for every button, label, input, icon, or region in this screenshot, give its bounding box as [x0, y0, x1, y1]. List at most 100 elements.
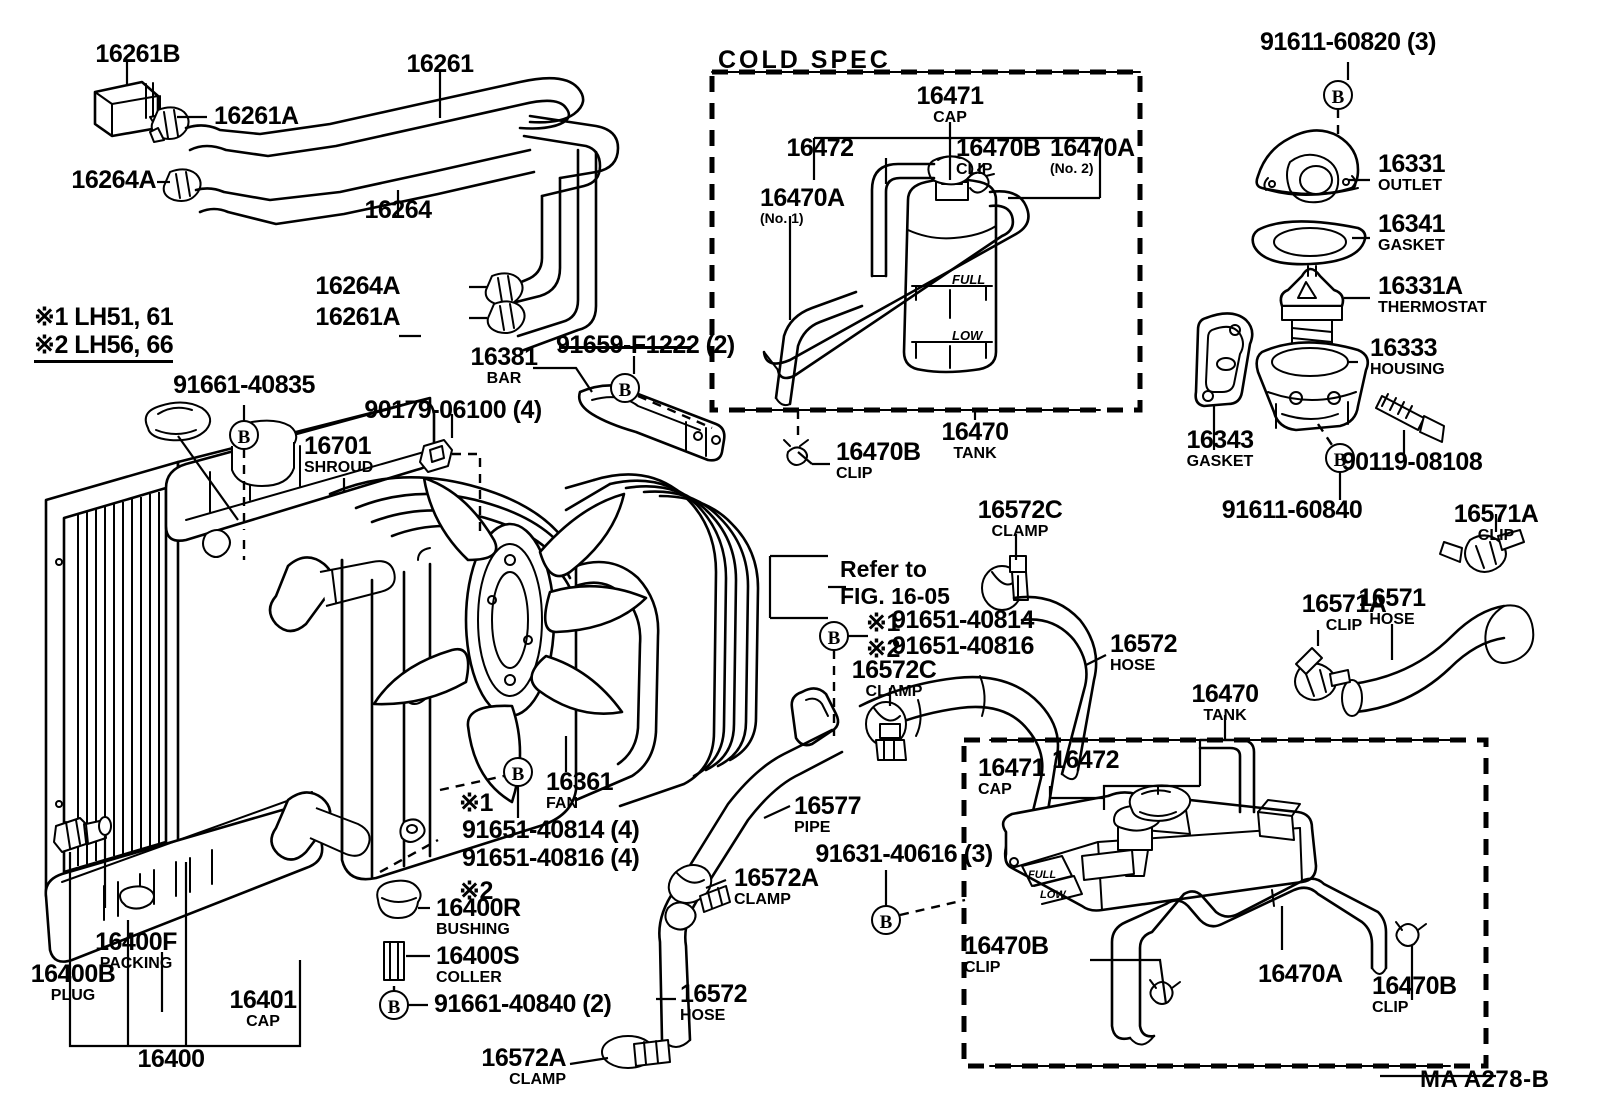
label-16571-hose: 16571 HOSE	[1358, 584, 1426, 628]
part-16470-tank-expansion: FULL LOW	[1001, 791, 1318, 912]
part-16572A-clamp-upper	[664, 864, 731, 931]
label-16261B: 16261B	[95, 40, 180, 68]
part-16472-tube-expansion	[1198, 738, 1256, 814]
part-16264-pipe	[194, 148, 532, 202]
label-91611-60820: 91611-60820 (3)	[1260, 28, 1436, 56]
part-16361-fan	[372, 476, 648, 804]
label-16472-coldspec: 16472	[786, 134, 854, 162]
label-16572-hose-upper: 16572 HOSE	[1110, 630, 1178, 674]
label-16701-shroud: 16701 SHROUD	[304, 432, 374, 476]
bolt-marker-91661-40840: B	[379, 990, 409, 1020]
bolt-marker-91611-60820: B	[1323, 80, 1353, 110]
label-16400S-coller: 16400S COLLER	[436, 942, 520, 986]
label-91661-40840: 91661-40840 (2)	[434, 990, 612, 1018]
label-16472-expansion: 16472	[1052, 746, 1120, 774]
svg-text:FULL: FULL	[1028, 869, 1056, 881]
part-16400B-plug	[53, 817, 107, 853]
label-16264: 16264	[364, 196, 432, 224]
label-90119-08108: 90119-08108	[1341, 448, 1483, 476]
part-16400F-packing	[98, 816, 112, 836]
figure-corner-code: MA A278-B	[1420, 1066, 1550, 1093]
label-pipe-bolt-2: 91651-40816	[892, 632, 1034, 660]
label-16470B-clip-left-expansion: 16470B CLIP	[964, 932, 1049, 976]
part-16470B-clip-bottom	[783, 439, 809, 466]
label-16470A-no2: 16470A (No. 2)	[1050, 134, 1135, 176]
label-16331-outlet: 16331 OUTLET	[1378, 150, 1446, 194]
part-16470B-clip-coldspec	[967, 163, 995, 194]
label-pipe-bolt-1: 91651-40814	[892, 606, 1034, 634]
part-16572C-clamp-left	[865, 701, 907, 761]
mark-star2-fan: ※2	[459, 877, 493, 905]
svg-text:FULL: FULL	[952, 272, 985, 287]
label-fan-bolt-1: 91651-40814 (4)	[462, 816, 640, 844]
label-16577-pipe: 16577 PIPE	[794, 792, 862, 836]
label-91631-40616: 91631-40616 (3)	[815, 840, 993, 868]
legend-note: ※1 LH51, 61 ※2 LH56, 66	[34, 303, 174, 363]
label-16343-gasket: 16343 GASKET	[1186, 426, 1254, 470]
label-16401-cap: 16401 CAP	[229, 986, 297, 1030]
svg-text:B: B	[880, 912, 893, 933]
cold-spec-box	[709, 69, 1143, 413]
part-16470B-clip-right-exp	[1395, 921, 1427, 947]
label-16261: 16261	[406, 50, 474, 78]
label-16572-hose-lower: 16572 HOSE	[680, 980, 748, 1024]
part-16264A-clamp-right	[484, 272, 524, 306]
bolt-marker-91611-60840: B	[1325, 443, 1355, 473]
part-90119-08108-bolt	[1375, 393, 1445, 443]
radiator-upper-outlet	[268, 556, 396, 633]
part-16470A-hose-expansion	[1110, 886, 1374, 1041]
part-16400S-coller	[383, 941, 405, 981]
part-16472-hose	[884, 176, 936, 278]
label-16333-housing: 16333 HOUSING	[1370, 334, 1445, 378]
label-fan-bolt-2: 91651-40816 (4)	[462, 844, 640, 872]
shroud-grommet	[202, 529, 231, 558]
label-16470A-expansion: 16470A	[1258, 960, 1343, 988]
part-16341-gasket	[1251, 220, 1367, 266]
svg-text:B: B	[1334, 450, 1347, 471]
label-16572A-clamp-bottom: 16572A CLAMP	[481, 1044, 566, 1088]
part-16470A-no1-hose	[774, 290, 858, 400]
label-16264A-left: 16264A	[71, 166, 156, 194]
label-16470B-clip-bottom: 16470B CLIP	[836, 438, 921, 482]
label-16400R-bushing: 16400R BUSHING	[436, 894, 521, 938]
shroud-right-arc	[564, 473, 760, 808]
svg-text:B: B	[512, 764, 525, 785]
part-16343-gasket	[1194, 312, 1254, 408]
part-16331-outlet	[1255, 129, 1360, 204]
part-16333-housing	[1255, 341, 1370, 432]
label-16470A-no1: 16470A (No. 1)	[760, 184, 845, 226]
label-16470B-clip-coldspec: 16470B CLIP	[956, 134, 1041, 178]
label-91659-F1222: 91659-F1222 (2)	[556, 331, 735, 359]
part-90179-06100-nut	[419, 439, 453, 473]
label-16361-fan: 16361 FAN	[546, 768, 614, 812]
part-16571A-clip-right	[1439, 529, 1525, 573]
part-16571A-clip-left	[1294, 647, 1351, 701]
label-16400F-packing: 16400F PACKING	[95, 928, 177, 972]
label-16571A-clip-left: 16571A CLIP	[1301, 590, 1387, 634]
label-16381-bar: 16381 BAR	[470, 343, 538, 387]
part-16261A-clamp-right	[486, 300, 526, 334]
label-91611-60840: 91611-60840	[1221, 496, 1363, 524]
label-90179-06100: 90179-06100 (4)	[364, 396, 542, 424]
part-16470-tank-coldspec: FULL LOW	[902, 155, 998, 374]
label-16572A-clamp-upper: 16572A CLAMP	[734, 864, 819, 908]
part-16261A-clamp-left	[149, 106, 190, 143]
bolt-marker-91631-40616: B	[871, 905, 901, 935]
mark-star1-fan: ※1	[459, 789, 493, 817]
label-16331A-thermostat: 16331A THERMOSTAT	[1378, 272, 1487, 316]
refer-box	[768, 554, 846, 620]
pipe-bracket	[790, 687, 840, 747]
svg-text:LOW: LOW	[1040, 889, 1067, 901]
cold-spec-title: COLD SPEC	[718, 46, 891, 74]
refer-to-fig-note: Refer to FIG. 16-05	[840, 556, 950, 609]
label-16470-tank-coldspec: 16470 TANK	[941, 418, 1009, 462]
svg-text:B: B	[388, 997, 401, 1018]
label-16571A-clip-right: 16571A CLIP	[1453, 500, 1539, 544]
part-16331A-thermostat	[1279, 265, 1345, 349]
label-16261A-right: 16261A	[315, 303, 400, 331]
part-16572A-clamp-bottom	[601, 1035, 671, 1069]
label-16470-tank-expansion: 16470 TANK	[1191, 680, 1259, 724]
label-16400B-plug: 16400B PLUG	[30, 960, 116, 1004]
